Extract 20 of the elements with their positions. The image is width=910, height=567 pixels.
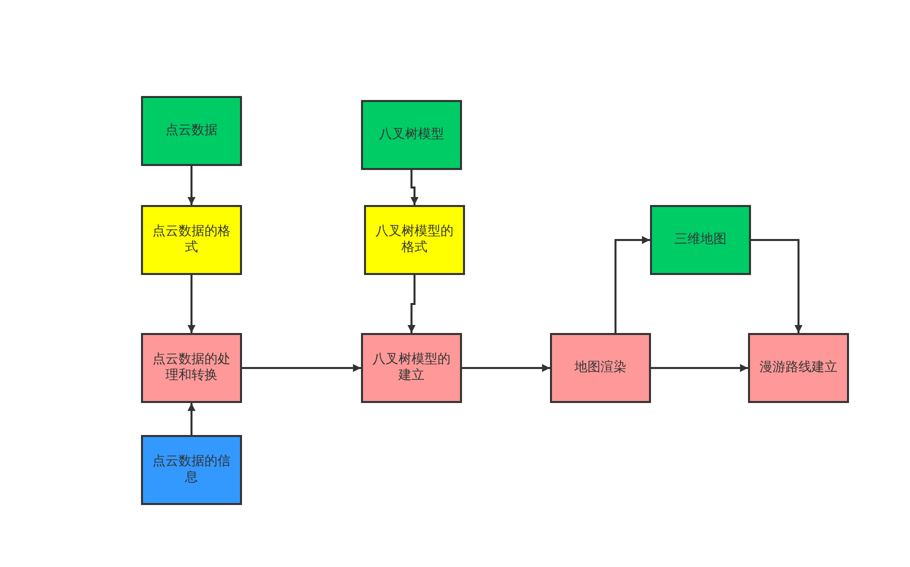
process-box: 八叉树模型的格式 — [364, 205, 465, 275]
process-box: 漫游路线建立 — [748, 333, 849, 403]
arrow — [188, 403, 196, 435]
arrow — [462, 364, 550, 372]
process-box: 点云数据的处理和转换 — [141, 333, 242, 403]
process-box: 点云数据的格式 — [141, 205, 242, 275]
arrow — [614, 236, 650, 333]
arrow — [188, 166, 196, 205]
process-box: 地图渲染 — [550, 333, 651, 403]
process-box: 八叉树模型 — [361, 100, 462, 170]
arrow — [408, 275, 416, 333]
process-box: 点云数据的信息 — [141, 435, 242, 505]
process-box: 八叉树模型的建立 — [361, 333, 462, 403]
arrow — [410, 170, 418, 205]
process-box: 点云数据 — [141, 96, 242, 166]
arrow — [651, 364, 748, 372]
arrow — [188, 275, 196, 333]
process-box: 三维地图 — [650, 205, 751, 275]
arrow — [751, 239, 802, 333]
arrow — [242, 364, 361, 372]
